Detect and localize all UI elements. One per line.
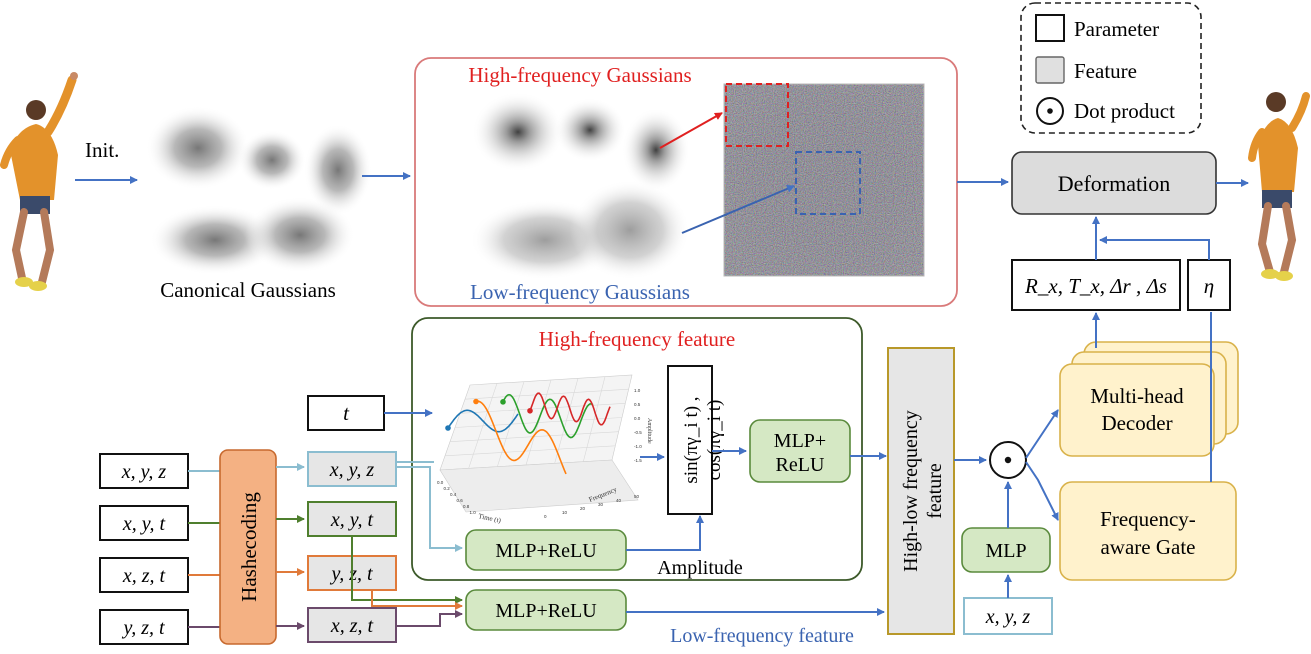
canonical-gaussians-label: Canonical Gaussians (160, 278, 336, 302)
mlp-relu-high-label-2: ReLU (776, 454, 825, 476)
chart-y-tick: 10 (562, 510, 568, 515)
chart-y-tick: 40 (616, 498, 622, 503)
sin-cos-box (667, 365, 713, 515)
sin-text: sin(πγ_i t) , (681, 396, 702, 483)
mlp-label: MLP (985, 540, 1026, 562)
canonical-gaussians (146, 106, 372, 275)
chart-gridline (464, 388, 629, 400)
legend: Parameter Feature Dot product (1020, 2, 1202, 134)
deformation-params-box (1011, 259, 1181, 311)
chart-x-tick: 0.6 (457, 498, 464, 503)
high-low-feature-label-1: High-low frequency (900, 410, 922, 572)
hash-xyz: x, y, z (329, 459, 375, 481)
high-low-feature-label-2: feature (924, 463, 946, 519)
xyz-to-amplitude-arrow (396, 466, 463, 552)
chart-zlabel: Amplitude (646, 418, 652, 444)
chart-series-start-point (473, 398, 479, 405)
chart-z-tick: 0.5 (634, 402, 641, 407)
low-frequency-gaussians-title: Low-frequency Gaussians (470, 280, 690, 304)
eta-label: η (1204, 274, 1214, 298)
multi-head-decoder: Multi-head Decoder (1059, 341, 1239, 457)
chart-x-tick: 0.0 (437, 480, 444, 485)
input-xzt: x, z, t (122, 565, 166, 587)
decoder-label-1: Multi-head (1090, 384, 1184, 408)
cos-text: cos(πγ_i t) (704, 400, 725, 481)
chart-z-tick: 0.0 (634, 416, 641, 421)
chart-series-line (447, 409, 519, 433)
amplitude-to-sincos-arrow (626, 515, 704, 551)
chart-y-tick: 0 (544, 514, 547, 519)
input-xyz: x, y, z (121, 461, 167, 483)
chart-series-line (502, 393, 594, 439)
legend-feature-swatch (1035, 56, 1065, 84)
decoder-label-2: Decoder (1101, 411, 1172, 435)
chart-z-tick: -0.5 (634, 430, 642, 435)
mlp-input-label: x, y, z (985, 606, 1031, 628)
time-input-box (307, 395, 385, 431)
amplitude-label: Amplitude (657, 557, 743, 579)
input-column: x, y, z x, y, t x, z, t y, z, t (99, 453, 189, 645)
mlp-relu-high-label-1: MLP+ (774, 430, 826, 452)
high-frequency-feature-title: High-frequency feature (539, 327, 735, 351)
sinusoid-3d-chart: 0.00.20.40.60.81.0010203040501.00.50.0-0… (437, 374, 652, 525)
eta-to-deformation-arrow (1099, 236, 1210, 260)
deformation-label: Deformation (1058, 171, 1170, 196)
chart-series-line (529, 392, 611, 426)
chart-x-tick: 0.2 (444, 486, 451, 491)
time-input-label: t (343, 401, 350, 425)
eta-box (1187, 259, 1231, 311)
mlp-relu-high-block (749, 419, 851, 483)
amplitude-mlp-label: MLP+ReLU (495, 540, 597, 562)
low-frequency-feature-label: Low-frequency feature (670, 625, 854, 647)
chart-x-tick: 0.8 (463, 504, 470, 509)
chart-z-tick: -1.0 (634, 444, 642, 449)
hashencoding-block (219, 449, 277, 645)
input-yzt: y, z, t (121, 617, 165, 639)
gate-label-2: aware Gate (1100, 535, 1195, 559)
input-xyt: x, y, t (122, 513, 166, 535)
chart-x-tick: 0.4 (450, 492, 457, 497)
chart-z-tick: -1.5 (634, 458, 642, 463)
high-frequency-region-box (725, 83, 789, 147)
legend-feature-label: Feature (1074, 59, 1137, 83)
high-low-feature-block (887, 347, 955, 635)
hashencoding-label: Hashecoding (237, 492, 261, 602)
mlp-input-box (963, 597, 1053, 635)
legend-parameter-label: Parameter (1074, 17, 1159, 41)
init-label: Init. (85, 138, 119, 162)
low-frequency-mlp-block (465, 589, 627, 631)
legend-parameter-swatch (1035, 14, 1065, 42)
low-frequency-region-box (795, 151, 861, 215)
gate-label-1: Frequency- (1100, 507, 1196, 531)
frequency-aware-gate (1059, 481, 1237, 581)
chart-y-tick: 30 (598, 502, 604, 507)
chart-z-tick: 1.0 (634, 388, 641, 393)
hash-xzt: x, z, t (330, 615, 374, 637)
deformation-params-label: R_x, T_x, Δr , Δs (1024, 274, 1167, 298)
chart-x-tick: 1.0 (470, 510, 477, 515)
chart-y-tick: 50 (634, 494, 640, 499)
hash-xyt: x, y, t (330, 509, 374, 531)
chart-series-line (475, 400, 567, 475)
gaussian-render-image (723, 83, 925, 277)
high-frequency-gaussians-title: High-frequency Gaussians (468, 63, 691, 87)
output-avatar-figure (1248, 92, 1310, 281)
mlp-block (961, 527, 1051, 573)
chart-series-start-point (527, 407, 533, 414)
input-avatar-figure (0, 72, 78, 291)
low-frequency-mlp-label: MLP+ReLU (495, 600, 597, 622)
frequency-gaussian-blobs (470, 92, 690, 280)
high-frequency-pointer-arrow (659, 112, 723, 149)
legend-dot-label: Dot product (1074, 99, 1175, 123)
chart-series-start-point (445, 425, 451, 431)
chart-y-tick: 20 (580, 506, 586, 511)
chart-series-start-point (500, 399, 506, 405)
low-frequency-pointer-arrow (681, 185, 795, 234)
